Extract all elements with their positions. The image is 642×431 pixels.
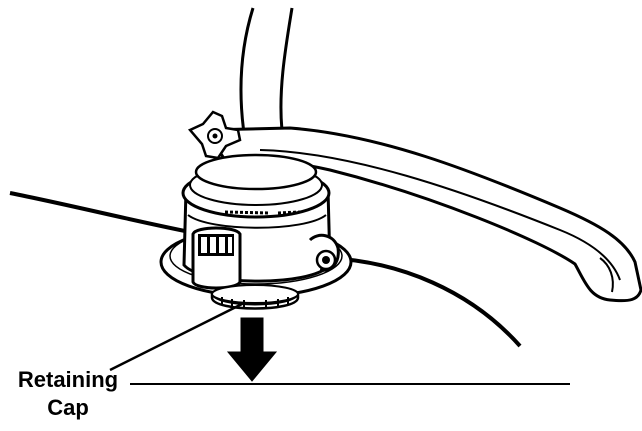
top-cap-top <box>194 153 318 191</box>
retaining-cap <box>210 284 300 310</box>
retaining-cap-label-line2: Cap <box>47 395 89 420</box>
trimmer-line-left <box>9 191 191 234</box>
head-rib-band <box>187 214 327 229</box>
top-cap-text-band <box>224 210 301 215</box>
line-eyelet <box>308 233 340 272</box>
guard-arm-inner-edge <box>259 149 621 281</box>
guard-arm-tip <box>599 257 614 293</box>
bump-tab <box>191 226 242 290</box>
clamp-knob <box>187 110 242 160</box>
retaining-cap-label: Retaining <box>17 367 119 392</box>
trimmer-line-right <box>329 256 522 348</box>
guard-arm <box>202 126 642 303</box>
removal-arrow <box>226 317 278 382</box>
leader-line-diagonal <box>109 302 243 372</box>
